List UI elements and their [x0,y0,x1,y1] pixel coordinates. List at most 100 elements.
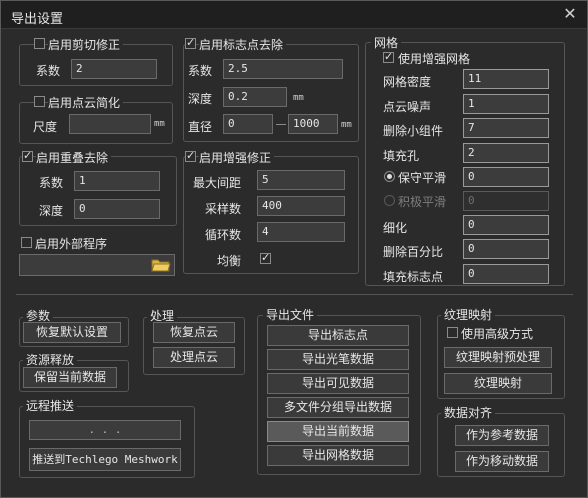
marker-diameter-unit: mm [341,120,352,130]
overlap-label: 启用重叠去除 [36,149,112,166]
export-pen-data-button[interactable]: 导出光笔数据 [267,349,409,370]
export-current-data-button[interactable]: 导出当前数据 [267,421,409,442]
process-group [143,317,245,375]
marker-depth-label: 深度 [188,92,213,106]
mesh-density-label: 网格密度 [383,75,432,89]
mesh-pct-label: 删除百分比 [383,245,444,259]
remote-progress: . . . [29,420,181,440]
restore-cloud-button[interactable]: 恢复点云 [153,322,235,343]
as-reference-button[interactable]: 作为参考数据 [455,425,549,446]
crop-factor-input[interactable]: 2 [71,59,157,79]
marker-checkbox[interactable] [185,36,196,49]
enhance-label: 启用增强修正 [199,149,275,166]
enhance-maxdist-label: 最大间距 [193,176,242,190]
remote-group-label: 远程推送 [23,397,78,414]
export-mesh-data-button[interactable]: 导出网格数据 [267,445,409,466]
close-icon[interactable]: ✕ [563,4,577,23]
overlap-factor-label: 系数 [39,176,64,190]
mesh-small-label: 删除小组件 [383,124,444,138]
mesh-aggr-smooth-radio[interactable] [384,195,395,206]
mesh-density-input[interactable]: 11 [463,69,549,89]
enhance-checkbox[interactable] [185,149,196,162]
export-visible-data-button[interactable]: 导出可见数据 [267,373,409,394]
external-path-input[interactable] [19,254,175,276]
mesh-keep-smooth-input[interactable]: 0 [463,167,549,187]
crop-factor-label: 系数 [36,64,61,78]
texture-map-button[interactable]: 纹理映射 [444,373,552,394]
enhance-balance-checkbox[interactable] [260,251,271,264]
mesh-group-label: 网格 [371,34,402,51]
range-separator [276,124,286,125]
simplify-checkbox[interactable] [34,96,45,107]
mesh-hole-label: 填充孔 [383,149,420,163]
crop-checkbox[interactable] [34,38,45,49]
mesh-small-input[interactable]: 7 [463,118,549,138]
mesh-enable-checkbox[interactable] [383,50,394,63]
texture-advanced-checkbox[interactable] [447,327,458,338]
mesh-enable-label: 使用增强网格 [398,52,471,66]
mesh-noise-input[interactable]: 1 [463,94,549,114]
marker-depth-unit: mm [293,93,304,103]
external-label: 启用外部程序 [35,237,108,251]
process-group-label: 处理 [147,307,178,324]
keep-data-button[interactable]: 保留当前数据 [23,367,117,388]
marker-factor-input[interactable]: 2.5 [223,59,343,79]
simplify-label: 启用点云简化 [48,94,124,111]
as-moving-button[interactable]: 作为移动数据 [455,451,549,472]
mesh-hole-input[interactable]: 2 [463,143,549,163]
section-divider [16,294,573,295]
params-group [19,317,129,347]
marker-depth-input[interactable]: 0.2 [223,87,287,107]
mesh-refine-input[interactable]: 0 [463,215,549,235]
export-markers-button[interactable]: 导出标志点 [267,325,409,346]
enhance-balance-label: 均衡 [217,254,242,268]
overlap-checkbox[interactable] [22,149,33,162]
export-group-label: 导出文件 [263,306,318,323]
resource-group-label: 资源释放 [23,351,78,368]
enhance-sample-input[interactable]: 400 [257,196,345,216]
marker-diameter-label: 直径 [188,120,213,134]
crop-label: 启用剪切修正 [48,36,124,53]
title-bar: 导出设置 ✕ [1,1,587,29]
simplify-scale-label: 尺度 [33,120,58,134]
texture-group [437,315,565,399]
mesh-fillmark-input[interactable]: 0 [463,264,549,284]
texture-preprocess-button[interactable]: 纹理映射预处理 [444,347,552,368]
export-group [257,315,421,475]
mesh-noise-label: 点云噪声 [383,100,432,114]
enhance-loop-label: 循环数 [205,228,242,242]
mesh-fillmark-label: 填充标志点 [383,270,444,284]
simplify-unit: mm [154,119,165,129]
mesh-refine-label: 细化 [383,221,408,235]
remote-group [19,406,195,478]
overlap-depth-label: 深度 [39,204,64,218]
restore-defaults-button[interactable]: 恢复默认设置 [23,322,121,343]
overlap-factor-input[interactable]: 1 [74,171,160,191]
texture-advanced-label: 使用高级方式 [461,327,534,341]
marker-diameter-min-input[interactable]: 0 [223,114,273,134]
enhance-maxdist-input[interactable]: 5 [257,170,345,190]
export-grouped-button[interactable]: 多文件分组导出数据 [267,397,409,418]
overlap-depth-input[interactable]: 0 [74,199,160,219]
mesh-aggr-smooth-label: 积极平滑 [398,195,447,209]
enhance-loop-input[interactable]: 4 [257,222,345,242]
mesh-aggr-smooth-input[interactable]: 0 [463,191,549,211]
mesh-keep-smooth-label: 保守平滑 [398,171,447,185]
texture-group-label: 纹理映射 [441,306,496,323]
marker-label: 启用标志点去除 [199,36,287,53]
mesh-pct-input[interactable]: 0 [463,239,549,259]
align-group-label: 数据对齐 [441,404,496,421]
external-checkbox[interactable] [21,237,32,248]
marker-factor-label: 系数 [188,64,213,78]
enhance-sample-label: 采样数 [205,202,242,216]
params-group-label: 参数 [23,307,54,324]
mesh-group [365,42,565,286]
simplify-scale-input[interactable] [69,114,151,134]
window-title: 导出设置 [11,12,64,27]
mesh-keep-smooth-radio[interactable] [384,171,395,182]
push-meshwork-button[interactable]: 推送到Techlego Meshwork [29,448,181,471]
folder-open-icon[interactable] [151,257,171,273]
process-cloud-button[interactable]: 处理点云 [153,347,235,368]
marker-diameter-max-input[interactable]: 1000 [288,114,338,134]
